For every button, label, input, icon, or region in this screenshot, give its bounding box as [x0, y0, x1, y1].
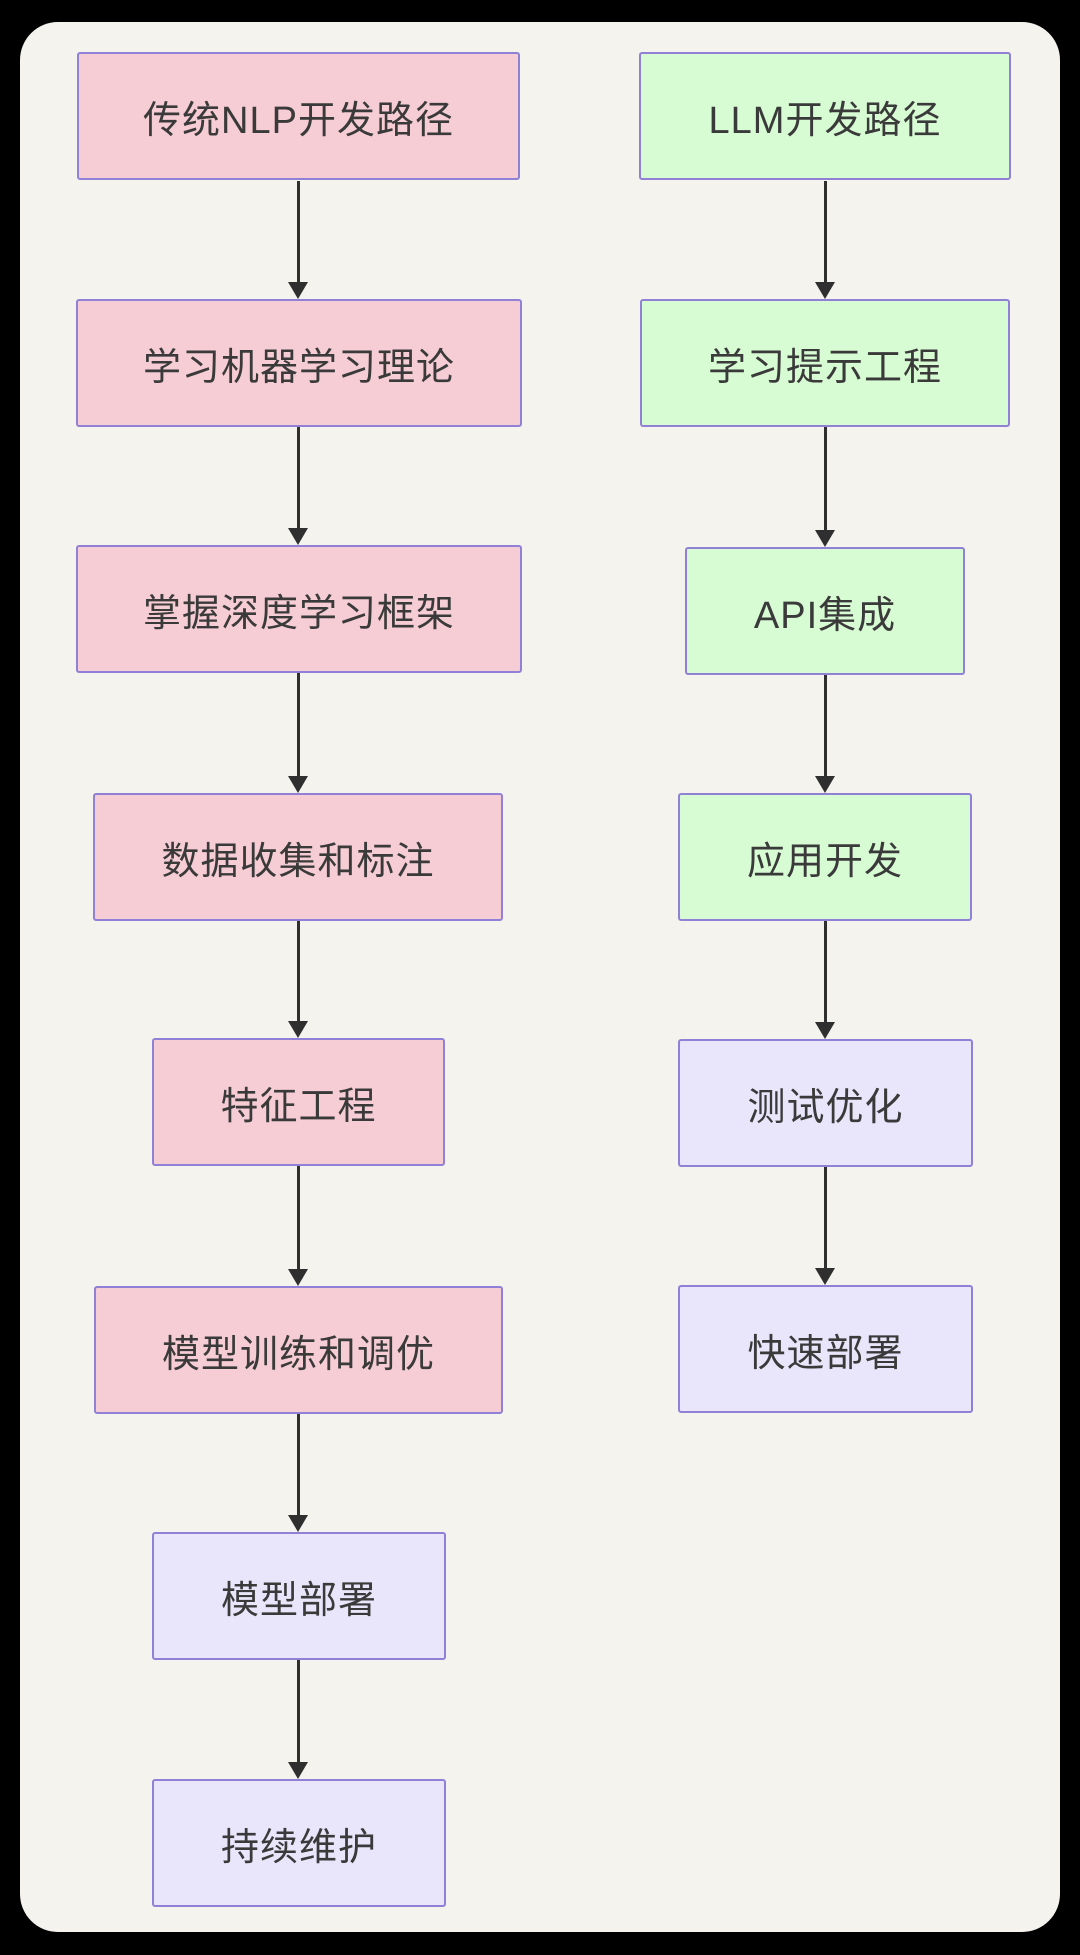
- arrow-shaft: [823, 181, 827, 282]
- node-learn-ml-theory: 学习机器学习理论: [76, 299, 522, 427]
- node-label: 特征工程: [220, 1085, 377, 1128]
- arrow-left-1: [288, 181, 308, 299]
- node-label: 数据收集和标注: [161, 840, 435, 883]
- arrowhead-down-icon: [815, 776, 835, 793]
- arrowhead-down-icon: [288, 1021, 308, 1038]
- arrow-left-5: [288, 1166, 308, 1286]
- arrowhead-down-icon: [815, 1022, 835, 1039]
- node-continuous-maintenance: 持续维护: [152, 1779, 446, 1907]
- arrow-shaft: [296, 1414, 300, 1515]
- arrow-right-3: [815, 675, 835, 793]
- arrow-shaft: [296, 1660, 300, 1762]
- arrow-left-4: [288, 921, 308, 1038]
- node-label: 学习机器学习理论: [142, 346, 455, 389]
- node-master-dl-frameworks: 掌握深度学习框架: [76, 545, 522, 673]
- node-label: 模型训练和调优: [161, 1333, 435, 1376]
- arrow-left-7: [288, 1660, 308, 1779]
- node-learn-prompt-engineering: 学习提示工程: [640, 299, 1010, 427]
- arrowhead-down-icon: [288, 776, 308, 793]
- node-label: LLM开发路径: [708, 99, 942, 142]
- node-label: API集成: [753, 594, 897, 637]
- arrowhead-down-icon: [288, 1269, 308, 1286]
- arrow-shaft: [823, 427, 827, 530]
- arrowhead-down-icon: [288, 282, 308, 299]
- arrow-right-2: [815, 427, 835, 547]
- arrow-shaft: [823, 675, 827, 776]
- arrow-right-5: [815, 1167, 835, 1285]
- arrow-shaft: [296, 921, 300, 1021]
- node-traditional-nlp-title: 传统NLP开发路径: [77, 52, 520, 180]
- arrow-right-4: [815, 921, 835, 1039]
- node-api-integration: API集成: [685, 547, 965, 675]
- arrow-shaft: [823, 1167, 827, 1268]
- node-label: 持续维护: [220, 1826, 377, 1869]
- arrowhead-down-icon: [815, 282, 835, 299]
- arrowhead-down-icon: [288, 1515, 308, 1532]
- arrow-shaft: [296, 673, 300, 776]
- node-data-collection-labeling: 数据收集和标注: [93, 793, 503, 921]
- node-model-training-tuning: 模型训练和调优: [94, 1286, 503, 1414]
- arrow-shaft: [296, 181, 300, 282]
- arrowhead-down-icon: [815, 1268, 835, 1285]
- arrow-shaft: [296, 1166, 300, 1269]
- node-testing-optimization: 测试优化: [678, 1039, 973, 1167]
- arrowhead-down-icon: [815, 530, 835, 547]
- node-rapid-deployment: 快速部署: [678, 1285, 973, 1413]
- arrowhead-down-icon: [288, 1762, 308, 1779]
- arrow-left-2: [288, 427, 308, 545]
- arrow-shaft: [296, 427, 300, 528]
- node-label: 快速部署: [747, 1332, 904, 1375]
- node-label: 应用开发: [746, 840, 903, 883]
- arrow-left-6: [288, 1414, 308, 1532]
- arrowhead-down-icon: [288, 528, 308, 545]
- arrow-shaft: [823, 921, 827, 1022]
- arrow-right-1: [815, 181, 835, 299]
- node-label: 传统NLP开发路径: [143, 99, 454, 142]
- node-label: 学习提示工程: [707, 346, 942, 389]
- arrow-left-3: [288, 673, 308, 793]
- node-app-development: 应用开发: [678, 793, 972, 921]
- node-llm-title: LLM开发路径: [639, 52, 1011, 180]
- node-model-deployment: 模型部署: [152, 1532, 446, 1660]
- node-label: 掌握深度学习框架: [142, 592, 455, 635]
- node-label: 模型部署: [220, 1579, 377, 1622]
- node-label: 测试优化: [747, 1086, 904, 1129]
- node-feature-engineering: 特征工程: [152, 1038, 445, 1166]
